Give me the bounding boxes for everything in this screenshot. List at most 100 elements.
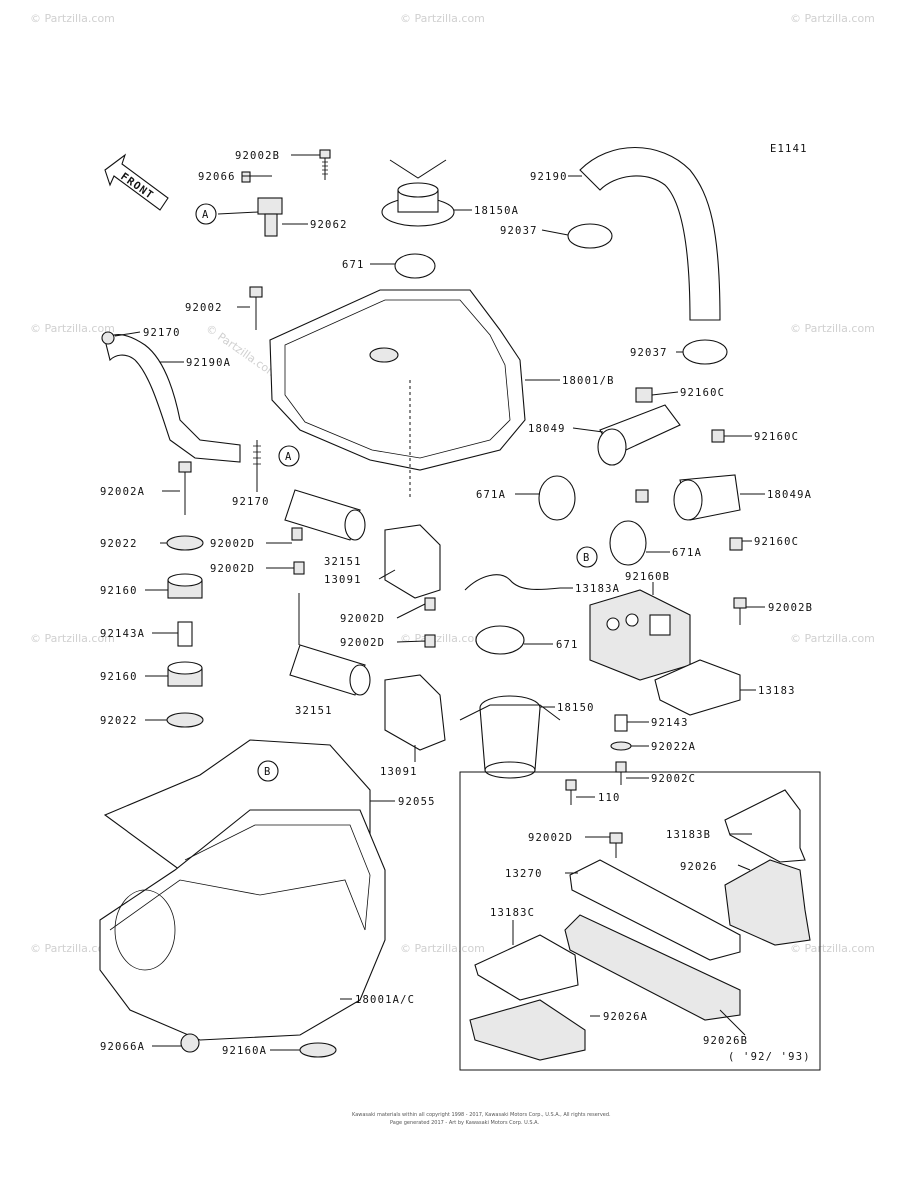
callout-a-label: A <box>285 451 293 463</box>
part-number-label: 32151 <box>295 705 333 717</box>
bolt-part <box>609 832 623 858</box>
grommet-part <box>167 661 203 687</box>
callout-b-marker: B <box>257 760 279 782</box>
lower-case-part <box>99 809 386 1041</box>
watermark-text: © Partzilla.com <box>30 12 115 25</box>
part-number-label: 92055 <box>398 796 436 808</box>
copyright-line: Page generated 2017 - Art by Kawasaki Mo… <box>390 1120 539 1126</box>
plug-part <box>180 1033 200 1053</box>
watermark-text: © Partzilla.com <box>790 632 875 645</box>
part-number-label: 92062 <box>310 219 348 231</box>
part-number-label: 92190A <box>186 357 231 369</box>
hose-part <box>579 146 721 321</box>
bolt-part <box>178 461 192 515</box>
part-number-label: 92170 <box>232 496 270 508</box>
part-number-label: 13091 <box>380 766 418 778</box>
tube-part <box>597 387 681 503</box>
part-number-label: 92022A <box>651 741 696 753</box>
part-number-label: 92160C <box>754 431 799 443</box>
part-number-label: 92066 <box>198 171 236 183</box>
bracket-part <box>384 524 441 648</box>
part-number-label: 671 <box>342 259 365 271</box>
harness-part <box>464 574 561 591</box>
plate-part <box>724 789 806 863</box>
inset-frame <box>459 771 821 1071</box>
o-ring-part <box>609 520 647 566</box>
part-number-label: 18150A <box>474 205 519 217</box>
part-number-label: 671A <box>476 489 506 501</box>
washer-part <box>166 535 204 551</box>
watermark-text: © Partzilla.com <box>30 322 115 335</box>
part-number-label: 13091 <box>324 574 362 586</box>
part-number-label: 92160A <box>222 1045 267 1057</box>
part-labels: 92002B 92066 92062 18150A 92190 92037 67… <box>100 150 812 1063</box>
callout-b-marker: B <box>576 546 598 568</box>
part-number-label: 92190 <box>530 171 568 183</box>
part-number-label: 92002 <box>185 302 223 314</box>
part-number-label: 18001/B <box>562 375 615 387</box>
collar-part <box>177 621 193 647</box>
part-number-label: 92160 <box>100 585 138 597</box>
year-note: ( '92/ '93) <box>728 1051 811 1063</box>
clamp-part <box>682 339 728 365</box>
pad-part <box>469 999 586 1061</box>
watermark-text: © Partzilla.com <box>400 632 485 645</box>
part-number-label: 92002D <box>210 563 255 575</box>
bolt-part <box>565 779 577 805</box>
part-number-label: 92143A <box>100 628 145 640</box>
o-ring-part <box>475 625 525 655</box>
grommet-part <box>167 573 203 599</box>
part-number-label: 92037 <box>500 225 538 237</box>
part-number-label: 92026B <box>703 1035 748 1047</box>
callout-a-marker: A <box>195 203 217 225</box>
callout-a-label: A <box>202 209 210 221</box>
part-number-label: 92143 <box>651 717 689 729</box>
neck-part <box>381 159 455 227</box>
clamp-part <box>101 331 115 345</box>
fitting-part <box>217 197 283 237</box>
hose-part <box>104 334 241 463</box>
part-number-label: 92160B <box>625 571 670 583</box>
part-number-label: 92002D <box>340 637 385 649</box>
part-number-label: 92022 <box>100 538 138 550</box>
part-number-label: 92002B <box>235 150 280 162</box>
part-number-label: 13183A <box>575 583 620 595</box>
watermark-text: © Partzilla.com <box>30 942 115 955</box>
part-number-label: 18150 <box>557 702 595 714</box>
part-number-label: 671A <box>672 547 702 559</box>
washer-part <box>166 712 204 728</box>
o-ring-part <box>394 253 436 279</box>
part-number-label: 18001A/C <box>355 994 415 1006</box>
callout-a-marker: A <box>278 445 300 467</box>
upper-case-part <box>269 289 526 500</box>
part-number-label: 13183C <box>490 907 535 919</box>
part-number-label: 92160 <box>100 671 138 683</box>
copyright-line: Kawasaki materials within all copyright … <box>352 1112 611 1118</box>
neck-part <box>459 695 561 779</box>
collar-part <box>614 714 628 732</box>
pad-part <box>564 914 741 1021</box>
part-number-label: 92002D <box>528 832 573 844</box>
part-number-label: 92026A <box>603 1011 648 1023</box>
part-number-label: 671 <box>556 639 579 651</box>
part-number-label: 18049 <box>528 423 566 435</box>
watermark-text: © Partzilla.com <box>400 942 485 955</box>
part-number-label: 92002C <box>651 773 696 785</box>
watermark-text: © Partzilla.com <box>790 322 875 335</box>
o-ring-part <box>538 475 576 521</box>
part-number-label: 110 <box>598 792 621 804</box>
leader-lines <box>114 154 765 1051</box>
part-number-label: 13183 <box>758 685 796 697</box>
bolt-part <box>733 597 747 625</box>
bolt-part <box>615 761 627 785</box>
washer-part <box>610 741 632 751</box>
part-number-label: 92002D <box>340 613 385 625</box>
washer-part <box>299 1042 337 1058</box>
watermark-text: © Partzilla.com <box>30 632 115 645</box>
part-number-label: 92022 <box>100 715 138 727</box>
part-number-label: 92002D <box>210 538 255 550</box>
bolt-part <box>249 286 263 330</box>
bracket-part <box>384 674 446 751</box>
tube-part <box>673 429 743 551</box>
